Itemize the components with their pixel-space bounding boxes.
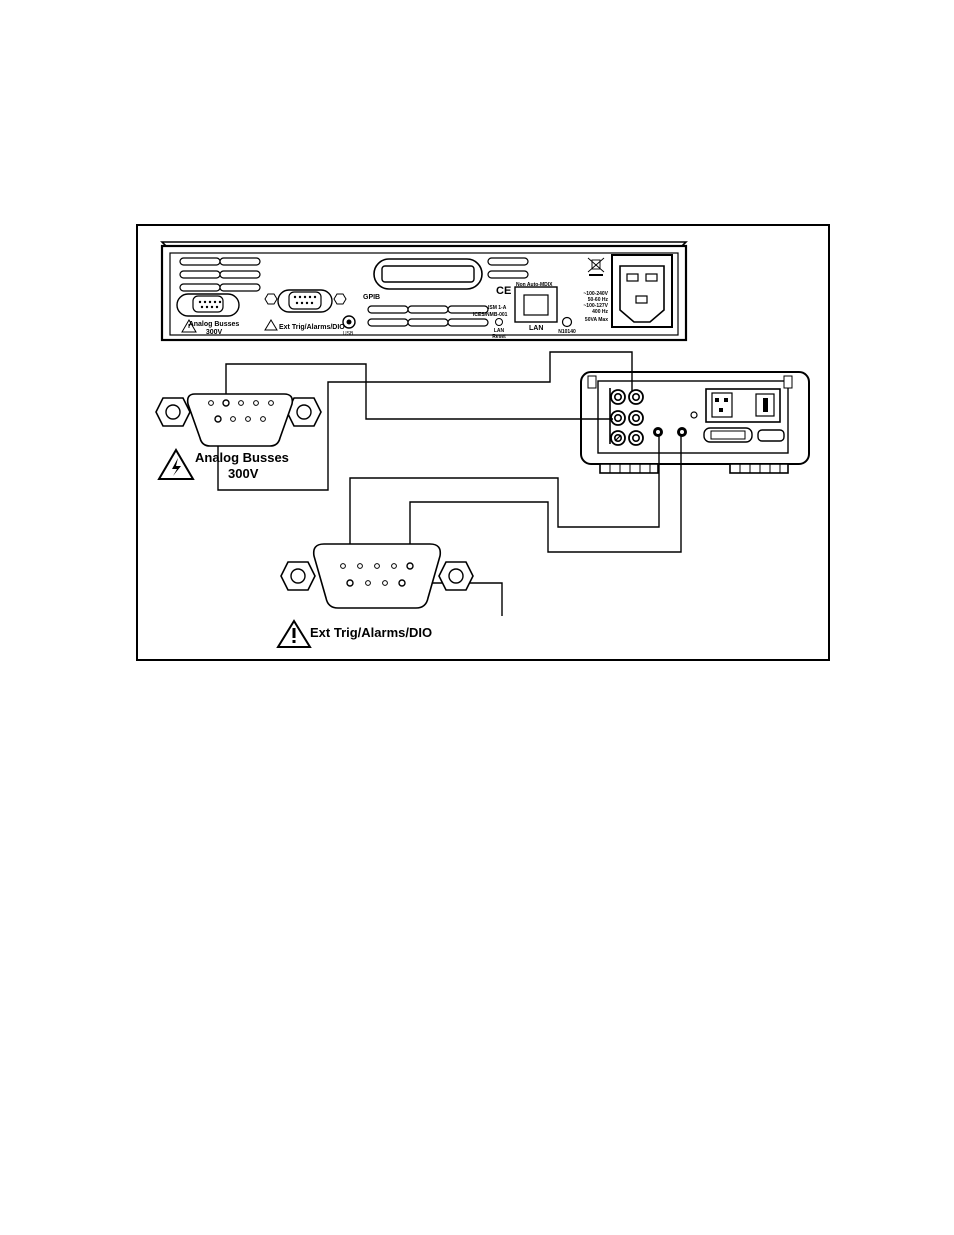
usb-label: USB — [343, 331, 354, 337]
screw-icon — [691, 412, 697, 418]
lan-reset-button[interactable] — [496, 319, 503, 326]
terminal-jack — [611, 411, 625, 425]
terminal-jack — [629, 411, 643, 425]
small-instrument — [581, 372, 809, 473]
ext-trig-connector — [281, 544, 473, 608]
terminal-jack — [629, 390, 643, 404]
analog-busses-callout: Analog Busses — [195, 450, 289, 465]
rating-line-4: 400 Hz — [592, 309, 608, 315]
analog-busses-connector — [156, 394, 321, 446]
vent-slots-left — [180, 258, 260, 291]
rear-exttrig-label: Ext Trig/Alarms/DIO — [279, 324, 345, 331]
high-voltage-warning-icon — [159, 450, 193, 479]
lan-label: LAN — [529, 325, 543, 332]
code-label: N10140 — [558, 329, 576, 335]
power-inlet — [612, 255, 672, 327]
gpib-label: GPIB — [363, 294, 380, 301]
rating-line-5: 50VA Max — [585, 317, 608, 323]
wiring-diagram: Analog Busses 300V Ext Trig/Alarms/DIO U… — [138, 226, 828, 659]
ism-line-1: ISM 1-A — [488, 305, 507, 311]
diagram-frame: Analog Busses 300V Ext Trig/Alarms/DIO U… — [136, 224, 830, 661]
ext-trig-callout: Ext Trig/Alarms/DIO — [310, 625, 432, 640]
ext-trig-port — [278, 290, 332, 312]
analog-busses-voltage: 300V — [228, 466, 259, 481]
analog-busses-port — [177, 294, 239, 316]
terminal-jack — [611, 390, 625, 404]
ism-line-2: ICES/NMB-001 — [473, 312, 508, 318]
gpib-connector-small — [704, 428, 752, 442]
ce-mark: CE — [496, 285, 511, 297]
usb-port — [343, 316, 355, 328]
gpib-connector — [374, 259, 482, 289]
rear-analog-voltage: 300V — [206, 329, 223, 336]
ground-icon — [563, 318, 572, 327]
lan-port — [515, 287, 557, 322]
terminal-jack — [629, 431, 643, 445]
serial-connector-small — [758, 430, 784, 441]
rear-panel: Analog Busses 300V Ext Trig/Alarms/DIO U… — [162, 242, 686, 340]
instrument-feet — [600, 464, 788, 473]
lan-reset-label-2: Reset — [492, 334, 506, 340]
power-module — [706, 389, 780, 422]
rear-analog-label: Analog Busses — [189, 321, 240, 328]
warning-icon — [278, 621, 310, 647]
